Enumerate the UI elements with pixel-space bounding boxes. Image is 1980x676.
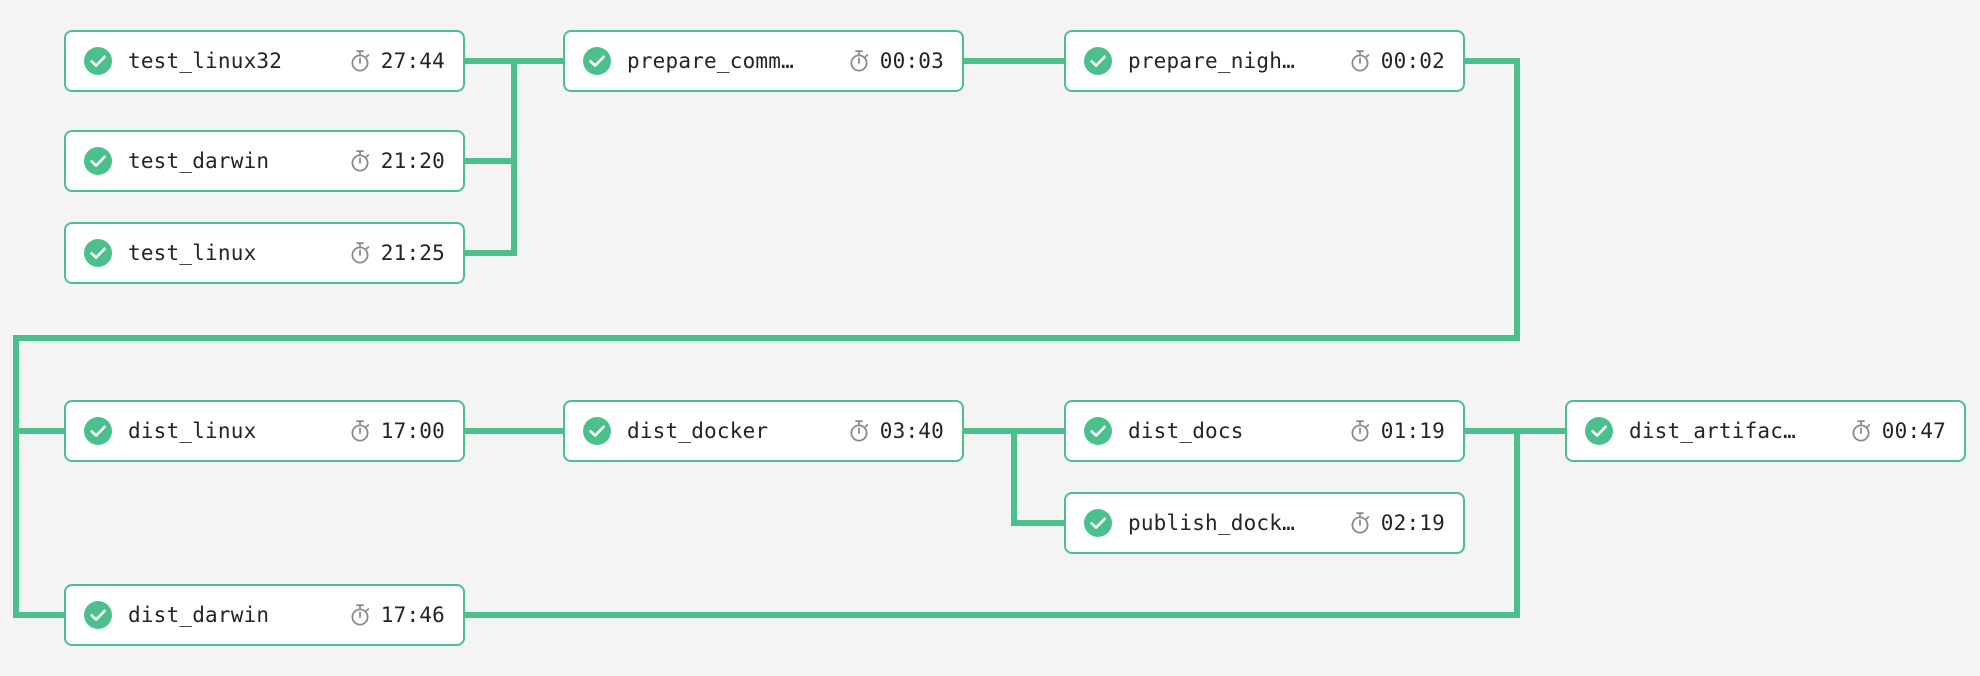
pipeline-node-duration-prepare_comm: 00:03 <box>879 49 944 73</box>
pipeline-node-duration-dist_docs: 01:19 <box>1380 419 1445 443</box>
stopwatch-icon <box>351 150 369 172</box>
pipeline-node-prepare_nigh[interactable]: prepare_nigh… 00:02 <box>1064 30 1465 92</box>
pipeline-node-publish_dock[interactable]: publish_dock… 02:19 <box>1064 492 1465 554</box>
pipeline-node-timer: 00:03 <box>847 49 944 73</box>
stopwatch-icon <box>1852 420 1870 442</box>
stopwatch-icon <box>351 420 369 442</box>
stopwatch-icon <box>850 50 868 72</box>
pipeline-node-prepare_comm[interactable]: prepare_comm… 00:03 <box>563 30 964 92</box>
pipeline-node-label-dist_artifac: dist_artifac… <box>1629 419 1796 443</box>
pipeline-node-dist_docker[interactable]: dist_docker 03:40 <box>563 400 964 462</box>
pipeline-node-duration-publish_dock: 02:19 <box>1380 511 1445 535</box>
check-circle-icon <box>84 239 112 267</box>
pipeline-node-label-prepare_comm: prepare_comm… <box>627 49 794 73</box>
pipeline-node-timer: 02:19 <box>1348 511 1445 535</box>
pipeline-node-label-dist_darwin: dist_darwin <box>128 603 270 627</box>
pipeline-node-timer: 17:46 <box>348 603 445 627</box>
pipeline-node-label-dist_docker: dist_docker <box>627 419 769 443</box>
pipeline-node-timer: 21:20 <box>348 149 445 173</box>
pipeline-node-label-test_linux32: test_linux32 <box>128 49 283 73</box>
pipeline-node-test_darwin[interactable]: test_darwin 21:20 <box>64 130 465 192</box>
edge-bus-dist_darwin <box>13 338 64 618</box>
pipeline-node-timer: 17:00 <box>348 419 445 443</box>
pipeline-node-dist_darwin[interactable]: dist_darwin 17:46 <box>64 584 465 646</box>
check-circle-icon <box>1084 417 1112 445</box>
pipeline-node-timer: 03:40 <box>847 419 944 443</box>
check-circle-icon <box>1585 417 1613 445</box>
pipeline-node-duration-dist_artifac: 00:47 <box>1881 419 1946 443</box>
pipeline-node-timer: 00:47 <box>1849 419 1946 443</box>
stopwatch-icon <box>1351 512 1369 534</box>
pipeline-node-label-publish_dock: publish_dock… <box>1128 511 1295 535</box>
pipeline-node-label-test_linux: test_linux <box>128 241 257 265</box>
pipeline-node-label-prepare_nigh: prepare_nigh… <box>1128 49 1295 73</box>
pipeline-node-duration-dist_darwin: 17:46 <box>380 603 445 627</box>
stopwatch-icon <box>351 604 369 626</box>
pipeline-node-test_linux[interactable]: test_linux 21:25 <box>64 222 465 284</box>
pipeline-node-label-test_darwin: test_darwin <box>128 149 270 173</box>
pipeline-node-duration-test_darwin: 21:20 <box>380 149 445 173</box>
check-circle-icon <box>583 47 611 75</box>
check-circle-icon <box>84 47 112 75</box>
stopwatch-icon <box>351 242 369 264</box>
check-circle-icon <box>1084 47 1112 75</box>
pipeline-node-dist_artifac[interactable]: dist_artifac… 00:47 <box>1565 400 1966 462</box>
pipeline-node-duration-test_linux32: 27:44 <box>380 49 445 73</box>
check-circle-icon <box>84 601 112 629</box>
edge-test_darwin-prepare_comm <box>465 61 517 164</box>
check-circle-icon <box>1084 509 1112 537</box>
stopwatch-icon <box>351 50 369 72</box>
pipeline-node-dist_docs[interactable]: dist_docs 01:19 <box>1064 400 1465 462</box>
stopwatch-icon <box>1351 420 1369 442</box>
pipeline-node-timer: 21:25 <box>348 241 445 265</box>
check-circle-icon <box>583 417 611 445</box>
pipeline-node-duration-dist_linux: 17:00 <box>380 419 445 443</box>
edge-test_linux-prepare_comm <box>465 61 517 256</box>
stopwatch-icon <box>850 420 868 442</box>
pipeline-node-duration-dist_docker: 03:40 <box>879 419 944 443</box>
pipeline-node-duration-test_linux: 21:25 <box>380 241 445 265</box>
check-circle-icon <box>84 417 112 445</box>
pipeline-node-timer: 00:02 <box>1348 49 1445 73</box>
pipeline-node-duration-prepare_nigh: 00:02 <box>1380 49 1445 73</box>
stopwatch-icon <box>1351 50 1369 72</box>
pipeline-node-label-dist_docs: dist_docs <box>1128 419 1244 443</box>
pipeline-node-label-dist_linux: dist_linux <box>128 419 257 443</box>
pipeline-node-timer: 01:19 <box>1348 419 1445 443</box>
check-circle-icon <box>84 147 112 175</box>
pipeline-node-test_linux32[interactable]: test_linux32 27:44 <box>64 30 465 92</box>
pipeline-node-timer: 27:44 <box>348 49 445 73</box>
pipeline-node-dist_linux[interactable]: dist_linux 17:00 <box>64 400 465 462</box>
edge-dist_docker-publish_dock <box>1011 431 1064 526</box>
